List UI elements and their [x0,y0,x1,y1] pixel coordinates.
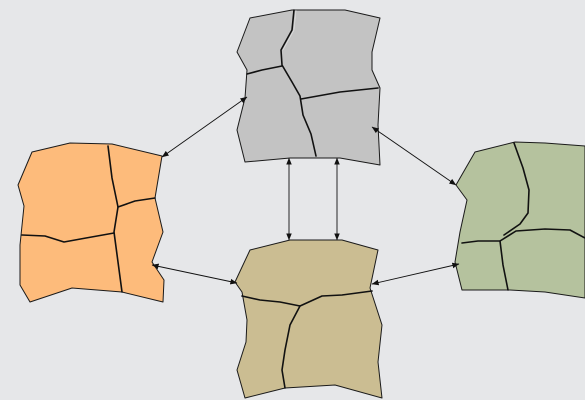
arrow-top-left [162,97,247,157]
tile-right-outline [455,142,585,298]
tile-bottom-outline [235,240,382,398]
tile-top [237,10,380,165]
arrow-top-right [372,127,456,185]
arrow-bottom-right [372,264,459,284]
arrow-left-bottom [152,265,237,283]
tile-top-outline [237,10,380,165]
tile-bottom [235,240,382,398]
tile-left-outline [18,143,164,302]
tile-left [18,143,164,302]
tile-right [455,142,585,298]
